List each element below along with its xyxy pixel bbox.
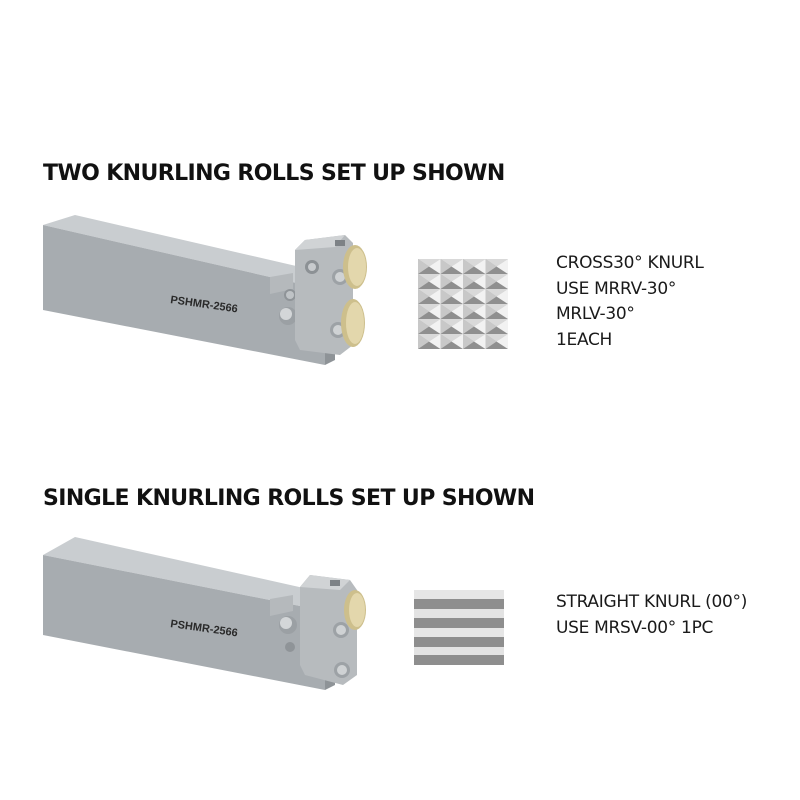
- knurl-description-cross: CROSS30° KNURL USE MRRV-30° MRLV-30° 1EA…: [556, 251, 704, 353]
- knurl-description-straight: STRAIGHT KNURL (00°) USE MRSV-00° 1PC: [556, 590, 747, 641]
- straight-knurl-pattern-icon: [414, 590, 504, 665]
- description-line: STRAIGHT KNURL (00°): [556, 592, 748, 612]
- description-line: CROSS30° KNURL: [556, 253, 704, 273]
- knurling-tool-two-rolls-image: PSHMR-2566: [35, 215, 395, 385]
- section-heading-single-roll: SINGLE KNURLING ROLLS SET UP SHOWN: [43, 486, 535, 511]
- description-line: USE MRRV-30°: [556, 278, 677, 299]
- cross-knurl-pattern-swatch: [418, 259, 508, 349]
- straight-knurl-pattern-swatch: [414, 590, 504, 665]
- knurling-tool-icon: PSHMR-2566: [43, 537, 366, 690]
- knurling-tool-single-roll-image: PSHMR-2566: [35, 525, 395, 705]
- cross-knurl-pattern-icon: [418, 259, 508, 349]
- description-line: MRLV-30°: [556, 304, 635, 324]
- description-line: USE MRSV-00° 1PC: [556, 617, 714, 638]
- description-line: 1EACH: [556, 329, 613, 350]
- knurling-tool-icon: PSHMR-2566: [43, 215, 367, 365]
- section-heading-two-rolls: TWO KNURLING ROLLS SET UP SHOWN: [43, 161, 505, 186]
